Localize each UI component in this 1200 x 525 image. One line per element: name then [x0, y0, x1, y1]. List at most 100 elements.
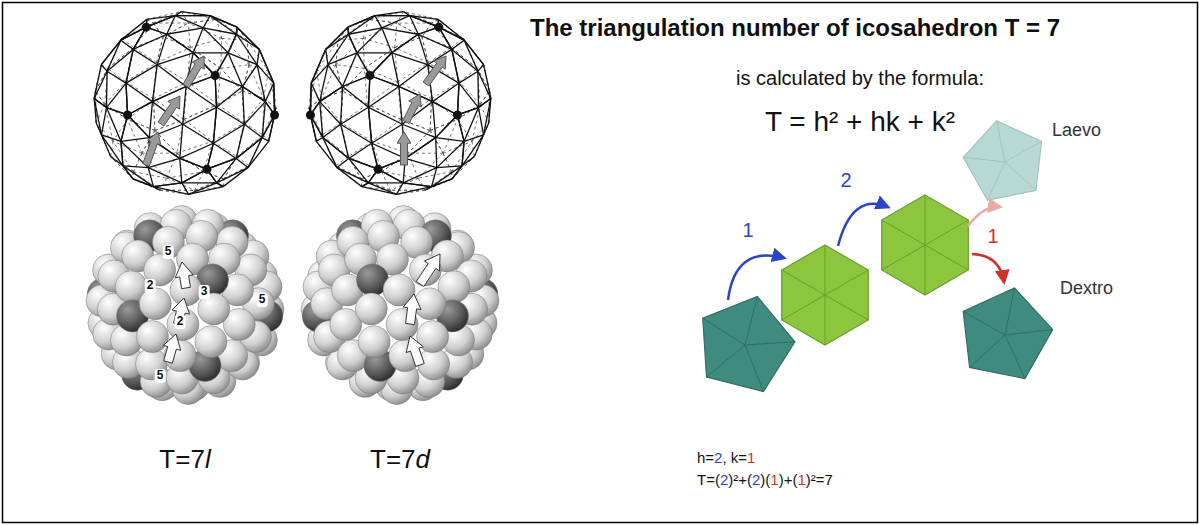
wireframe-icosahedron [94, 12, 279, 195]
visible-edge [403, 183, 431, 187]
hexamer [882, 195, 969, 295]
hidden-edge [343, 91, 368, 104]
visible-edge [368, 75, 369, 107]
spoke [825, 270, 868, 295]
hidden-edge [361, 179, 390, 190]
hidden-edge [322, 91, 343, 98]
visible-edge [153, 187, 159, 191]
hidden-edge [133, 179, 160, 190]
visible-edge [326, 27, 348, 49]
visible-edge [189, 187, 224, 195]
hidden-edge [133, 153, 141, 172]
visible-edge [348, 34, 356, 53]
visible-edge [217, 107, 245, 124]
capsomer-ball [358, 326, 390, 358]
subtitle: is calculated by the formula: [736, 67, 984, 90]
visible-edge [436, 115, 458, 138]
visible-edge [242, 86, 244, 124]
hidden-edge [443, 153, 451, 172]
visible-edge [152, 65, 157, 102]
hidden-edge [163, 37, 190, 48]
visible-edge [311, 49, 325, 83]
visible-edge [436, 115, 458, 138]
visible-edge [474, 135, 483, 157]
pentamer-outline [703, 297, 795, 392]
visible-edge [123, 166, 148, 168]
hidden-edge [195, 179, 224, 190]
visible-edge [341, 107, 369, 124]
hidden-edge [459, 68, 477, 81]
visible-edge [368, 86, 398, 107]
spoke [745, 342, 795, 345]
visible-edge [193, 52, 228, 53]
hidden-edge [452, 157, 474, 179]
visible-edge [182, 182, 217, 183]
visible-edge [126, 65, 157, 83]
visible-edge [320, 102, 341, 125]
visible-edge [323, 138, 337, 168]
hidden-edge [157, 63, 188, 82]
spoke [1005, 288, 1015, 335]
visible-edge [437, 141, 464, 167]
visible-edge [349, 158, 378, 169]
text-part: 1 [747, 449, 755, 466]
spoke [1005, 335, 1025, 379]
visible-edge [186, 86, 216, 107]
visible-edge [94, 98, 101, 134]
visible-edge [432, 166, 462, 187]
visible-edge [215, 75, 216, 107]
visible-edge [126, 49, 133, 83]
visible-edge [459, 83, 478, 108]
title: The triangulation number of icosahedron … [530, 14, 1060, 42]
text-part: 2 [752, 471, 760, 488]
hidden-edge [322, 91, 343, 98]
spoke [782, 270, 825, 295]
pentamer [963, 288, 1052, 379]
capsomer-model [301, 206, 499, 405]
visible-edge [152, 86, 186, 101]
hidden-edge [96, 123, 110, 157]
capsomer-model [86, 206, 284, 405]
fivefold-vertex [365, 71, 374, 80]
visible-edge [437, 166, 462, 168]
visible-edge [193, 28, 203, 53]
spoke [745, 297, 757, 345]
visible-edge [153, 183, 181, 187]
hidden-edge [95, 68, 107, 91]
text-part: T=7 [370, 444, 416, 474]
visible-edge [372, 124, 403, 143]
visible-edge [362, 183, 368, 187]
step-arrow [838, 204, 888, 246]
visible-edge [175, 16, 203, 28]
visible-edge [126, 83, 152, 102]
visible-edge [392, 34, 418, 53]
visible-edge [236, 138, 262, 159]
visible-edge [153, 187, 188, 195]
spoke [963, 311, 1005, 335]
visible-edge [484, 98, 491, 134]
spoke [1005, 162, 1036, 190]
step-arrow [968, 207, 1000, 226]
visible-edge [337, 168, 368, 183]
hidden-edge [477, 68, 489, 91]
visible-edge [392, 53, 399, 87]
visible-edge [362, 183, 368, 187]
spoke [970, 335, 1005, 367]
spoke [745, 345, 763, 391]
visible-edge [94, 98, 106, 107]
visible-edge [349, 158, 378, 169]
visible-edge [410, 16, 439, 27]
hidden-edge [390, 190, 425, 191]
hidden-edge [133, 153, 141, 172]
visible-edge [123, 166, 153, 187]
hidden-edge [96, 123, 110, 157]
hidden-edge [160, 190, 195, 191]
text-part: )( [760, 471, 770, 488]
visible-edge [349, 143, 372, 158]
pentamer-faded [963, 121, 1041, 200]
visible-edge [370, 75, 399, 86]
visible-edge [311, 83, 319, 102]
visible-edge [94, 71, 107, 98]
visible-edge [236, 27, 238, 34]
visible-edge [123, 166, 133, 179]
